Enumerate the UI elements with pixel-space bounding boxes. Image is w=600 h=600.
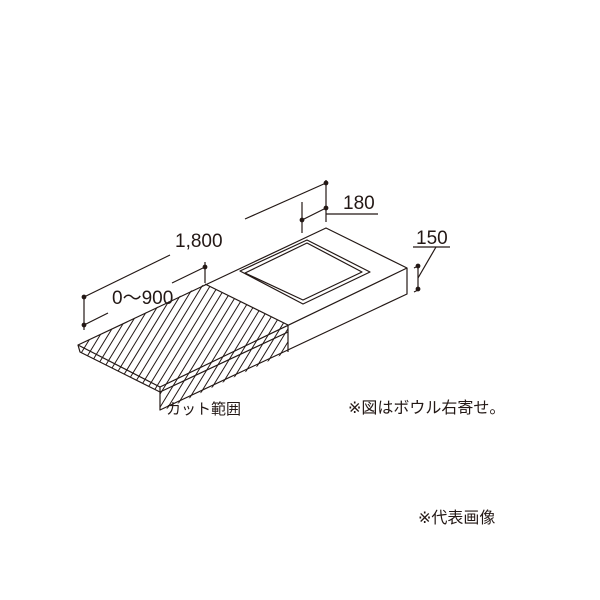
dimension-150 xyxy=(413,246,450,293)
hatch-line xyxy=(20,260,130,440)
hatch-line xyxy=(115,284,227,387)
cut-range-label: カット範囲 xyxy=(166,400,242,418)
hatch-line xyxy=(78,284,131,387)
hatch-line xyxy=(227,325,288,412)
hatch-line xyxy=(107,284,219,387)
dimension-180 xyxy=(299,202,378,233)
hatch-line xyxy=(252,260,362,440)
hatch-line xyxy=(78,284,155,387)
dimension-0-900 xyxy=(81,262,208,328)
dimension-1800 xyxy=(81,180,329,330)
hatch-line xyxy=(78,345,139,392)
hatch-line xyxy=(78,284,179,387)
dimension-label-180: 180 xyxy=(343,193,375,214)
hatch-line xyxy=(78,284,163,387)
hatch-line xyxy=(78,284,171,387)
hatch-line xyxy=(78,345,131,392)
bowl-outer xyxy=(239,239,371,305)
countertop-front-lip xyxy=(77,344,161,393)
dimension-label-1800: 1,800 xyxy=(175,231,223,252)
bowl-inner xyxy=(244,242,363,301)
bowl-position-note: ※図はボウル右寄せ。 xyxy=(348,398,506,417)
dimension-label-150: 150 xyxy=(416,228,448,249)
hatch-line xyxy=(251,325,288,412)
hatch-line xyxy=(123,284,235,387)
cut-boundary-top xyxy=(204,283,289,326)
countertop-front-face xyxy=(159,268,408,411)
dimension-label-0-900: 0〜900 xyxy=(112,288,173,309)
front-edge-inner xyxy=(159,331,289,393)
hatch-line xyxy=(251,284,288,387)
representative-image-note: ※代表画像 xyxy=(418,508,496,527)
hatch-line xyxy=(78,284,147,387)
